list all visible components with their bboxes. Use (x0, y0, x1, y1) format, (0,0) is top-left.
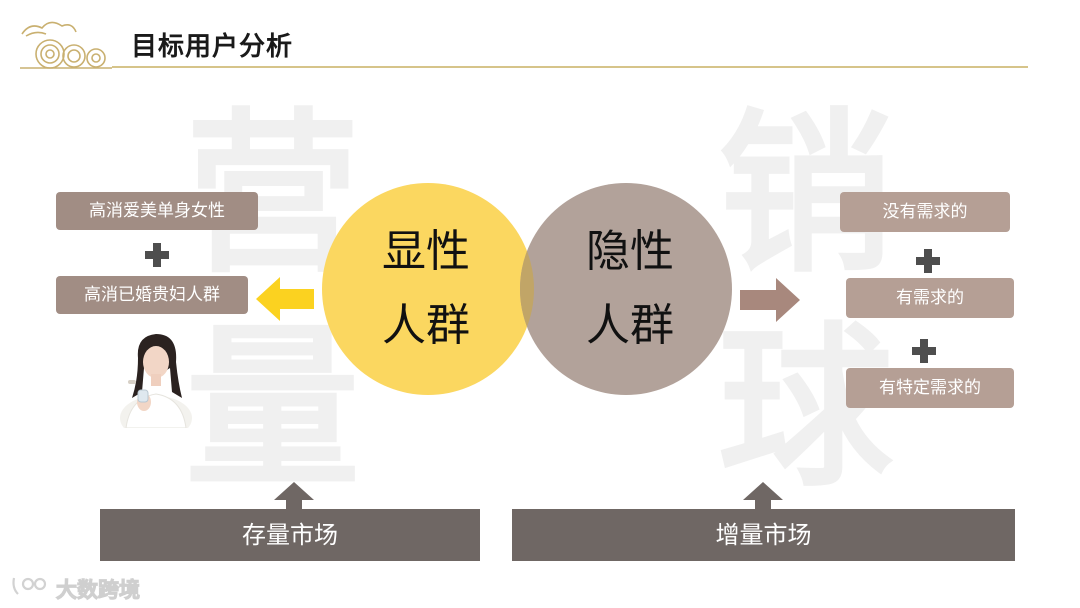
page-title: 目标用户分析 (131, 32, 294, 62)
implicit-group-circle (520, 183, 732, 395)
implicit-group-line-2: 人群 (586, 300, 674, 351)
woman-photo (120, 334, 192, 428)
implicit-group-line-1: 隐性 (586, 226, 674, 277)
arrow-up-icon (743, 482, 783, 512)
explicit-group-line-1: 显性 (382, 226, 470, 277)
watermark-char-right-2: 球 (718, 308, 893, 511)
brand-name: 大数跨境 (56, 578, 141, 603)
incremental-market-bar: 增量市场 (512, 509, 1015, 561)
existing-market-bar: 存量市场 (100, 509, 480, 561)
plus-icon (912, 339, 936, 363)
implicit-item-3: 有特定需求的 (846, 368, 1014, 408)
plus-icon (916, 249, 940, 273)
arrow-up-icon (274, 482, 314, 512)
cloud-ornament-icon (20, 21, 112, 69)
arrow-right-icon (740, 278, 800, 322)
implicit-item-2: 有需求的 (846, 278, 1014, 318)
explicit-group-circle (322, 183, 534, 395)
arrow-left-icon (256, 277, 314, 321)
implicit-group-label: 隐性 人群 (560, 215, 700, 363)
brand-logo-icon (12, 577, 47, 595)
explicit-item-1: 高消爱美单身女性 (56, 192, 258, 230)
explicit-group-label: 显性 人群 (356, 215, 496, 363)
explicit-group-line-2: 人群 (382, 300, 470, 351)
implicit-item-1: 没有需求的 (840, 192, 1010, 232)
title-divider (112, 66, 1028, 68)
watermark-char-left-2: 量 (185, 308, 360, 511)
explicit-item-2: 高消已婚贵妇人群 (56, 276, 248, 314)
plus-icon (145, 243, 169, 267)
